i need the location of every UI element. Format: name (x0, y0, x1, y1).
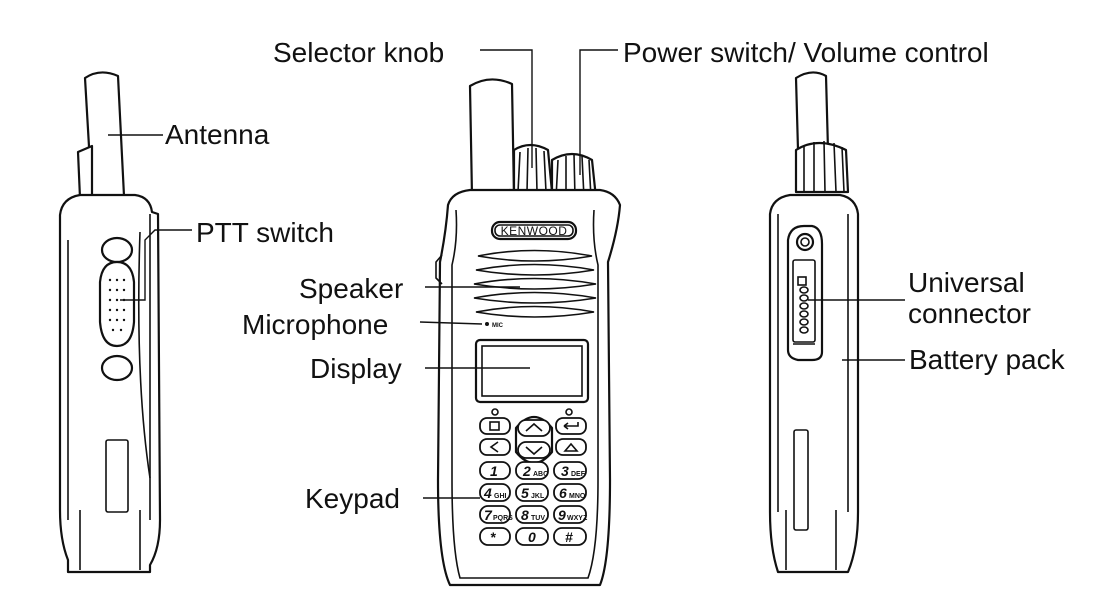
leader-selector-knob (480, 49, 533, 168)
svg-text:4: 4 (483, 485, 492, 501)
label-microphone: Microphone (242, 309, 389, 340)
label-universal: Universal (908, 267, 1025, 298)
key-star[interactable]: * (479, 527, 511, 546)
svg-text:WXYZ: WXYZ (567, 515, 588, 522)
label-display: Display (310, 353, 402, 384)
svg-text:3: 3 (561, 463, 569, 479)
microphone-hole (485, 322, 489, 326)
key-hash[interactable]: # (553, 527, 587, 546)
svg-text:PQRS: PQRS (493, 515, 513, 522)
function-key-left-bottom[interactable] (479, 438, 511, 456)
speaker-grille (473, 249, 597, 318)
front-antenna (468, 78, 516, 198)
mic-mark: MIC (492, 323, 504, 329)
svg-text:#: # (565, 529, 573, 545)
function-key-right-bottom[interactable] (555, 438, 587, 456)
left-side-view (58, 71, 162, 574)
label-battery-pack: Battery pack (909, 344, 1065, 375)
label-keypad: Keypad (305, 483, 400, 514)
key-0[interactable]: 0 (515, 527, 549, 546)
svg-text:*: * (490, 529, 496, 545)
svg-text:2: 2 (522, 463, 531, 479)
right-side-view (768, 71, 860, 574)
connector-pins (799, 286, 809, 334)
label-ptt-switch: PTT switch (196, 217, 334, 248)
leader-microphone (419, 321, 483, 325)
ptt-switch-button (98, 260, 136, 348)
label-selector-knob: Selector knob (273, 37, 445, 68)
svg-text:1: 1 (490, 463, 498, 479)
svg-text:6: 6 (559, 485, 567, 501)
left-upper-button (100, 236, 134, 264)
label-power-volume: Power switch/ Volume control (623, 37, 989, 68)
svg-text:0: 0 (528, 529, 536, 545)
brand-logo: KENWOOD (501, 224, 568, 238)
display-screen (474, 338, 590, 404)
right-antenna (794, 71, 830, 152)
svg-text:TUV: TUV (531, 515, 545, 522)
svg-text:8: 8 (521, 507, 529, 523)
svg-text:JKL: JKL (531, 493, 545, 500)
left-antenna (83, 71, 126, 200)
svg-text:MNO: MNO (569, 493, 586, 500)
key-1[interactable]: 1 (479, 461, 511, 480)
svg-text:7: 7 (484, 507, 493, 523)
label-antenna: Antenna (165, 119, 270, 150)
label-speaker: Speaker (299, 273, 404, 304)
svg-text:ABC: ABC (533, 471, 548, 478)
leader-power-volume (579, 49, 618, 175)
left-lower-button (100, 354, 134, 382)
svg-text:GHI: GHI (494, 493, 507, 500)
svg-text:5: 5 (521, 485, 529, 501)
leader-lines (108, 49, 905, 499)
nav-up-key[interactable] (517, 419, 551, 437)
label-connector: connector (908, 298, 1031, 329)
function-key-left-top[interactable] (479, 417, 511, 435)
leader-ptt-switch (120, 229, 192, 301)
svg-text:DEF: DEF (571, 471, 586, 478)
nav-down-key[interactable] (517, 441, 551, 459)
svg-text:9: 9 (558, 507, 566, 523)
